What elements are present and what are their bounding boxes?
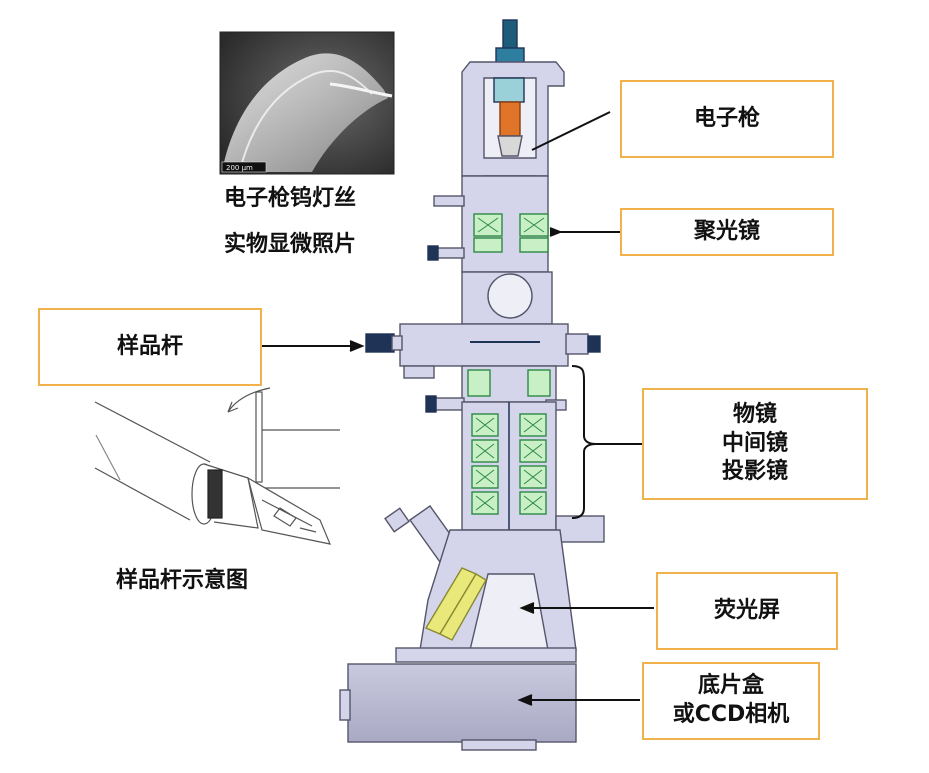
screen-label: 荧光屏 <box>656 572 838 650</box>
sample-rod-text: 样品杆 <box>116 333 183 359</box>
electron-gun-label: 电子枪 <box>620 80 834 158</box>
sample-rod-label: 样品杆 <box>38 308 262 386</box>
filament-micrograph: 200 µm <box>219 31 395 175</box>
rod-schematic-caption: 样品杆示意图 <box>116 568 249 593</box>
lens-system-label: 物镜 中间镜 投影镜 <box>642 388 868 500</box>
tem-column <box>339 19 605 751</box>
ccd-camera-text: 或CCD相机 <box>672 702 790 727</box>
condenser-text: 聚光镜 <box>693 218 760 244</box>
electron-gun-text: 电子枪 <box>693 105 760 131</box>
projector-lens-text: 投影镜 <box>721 459 788 485</box>
screen-text: 荧光屏 <box>713 597 780 623</box>
camera-label: 底片盒 或CCD相机 <box>642 662 820 740</box>
film-cassette-text: 底片盒 <box>697 673 764 699</box>
condenser-label: 聚光镜 <box>620 208 834 256</box>
micrograph-scale-bar: 200 µm <box>226 164 253 172</box>
filament-caption-line2: 实物显微照片 <box>224 232 357 257</box>
sample-rod-schematic <box>94 387 340 545</box>
intermediate-lens-text: 中间镜 <box>721 430 788 456</box>
pointer-lines <box>262 111 654 706</box>
objective-lens-text: 物镜 <box>732 402 777 428</box>
filament-caption-line1: 电子枪钨灯丝 <box>224 186 357 211</box>
